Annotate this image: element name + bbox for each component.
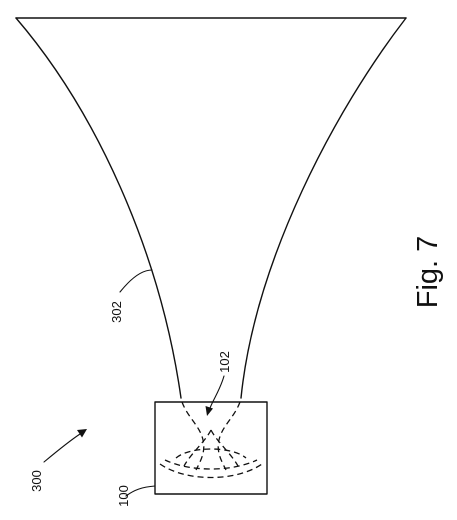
arrowhead-300 bbox=[77, 429, 87, 438]
figure-caption: Fig. 7 bbox=[412, 236, 444, 309]
leader-line-302 bbox=[119, 269, 153, 293]
leader-300 bbox=[43, 429, 87, 463]
leader-line-100 bbox=[125, 485, 156, 497]
leader-100 bbox=[125, 485, 156, 497]
dashed-outer-arc bbox=[159, 463, 263, 479]
unit-box bbox=[154, 401, 268, 495]
horn-right-flare bbox=[240, 17, 407, 399]
horn-left-flare bbox=[15, 17, 182, 399]
label-102: 102 bbox=[217, 351, 232, 373]
label-100: 100 bbox=[116, 485, 131, 507]
dashed-mid-arc bbox=[164, 459, 258, 470]
unit-100 bbox=[154, 401, 268, 495]
dashed-left-throat bbox=[181, 401, 205, 471]
leader-102 bbox=[205, 375, 225, 416]
leader-line-102 bbox=[209, 375, 225, 409]
leader-302 bbox=[119, 269, 153, 293]
horn-302 bbox=[15, 17, 407, 399]
dashed-inner-right bbox=[210, 429, 239, 467]
dashed-inner-arc bbox=[175, 448, 247, 459]
label-302: 302 bbox=[109, 301, 124, 323]
dashed-right-throat bbox=[217, 401, 241, 471]
dashed-inner-left bbox=[183, 429, 212, 467]
label-300: 300 bbox=[29, 470, 44, 492]
internal-field-lines bbox=[159, 401, 263, 479]
arrowhead-102 bbox=[205, 406, 213, 416]
leader-line-300 bbox=[43, 433, 81, 463]
